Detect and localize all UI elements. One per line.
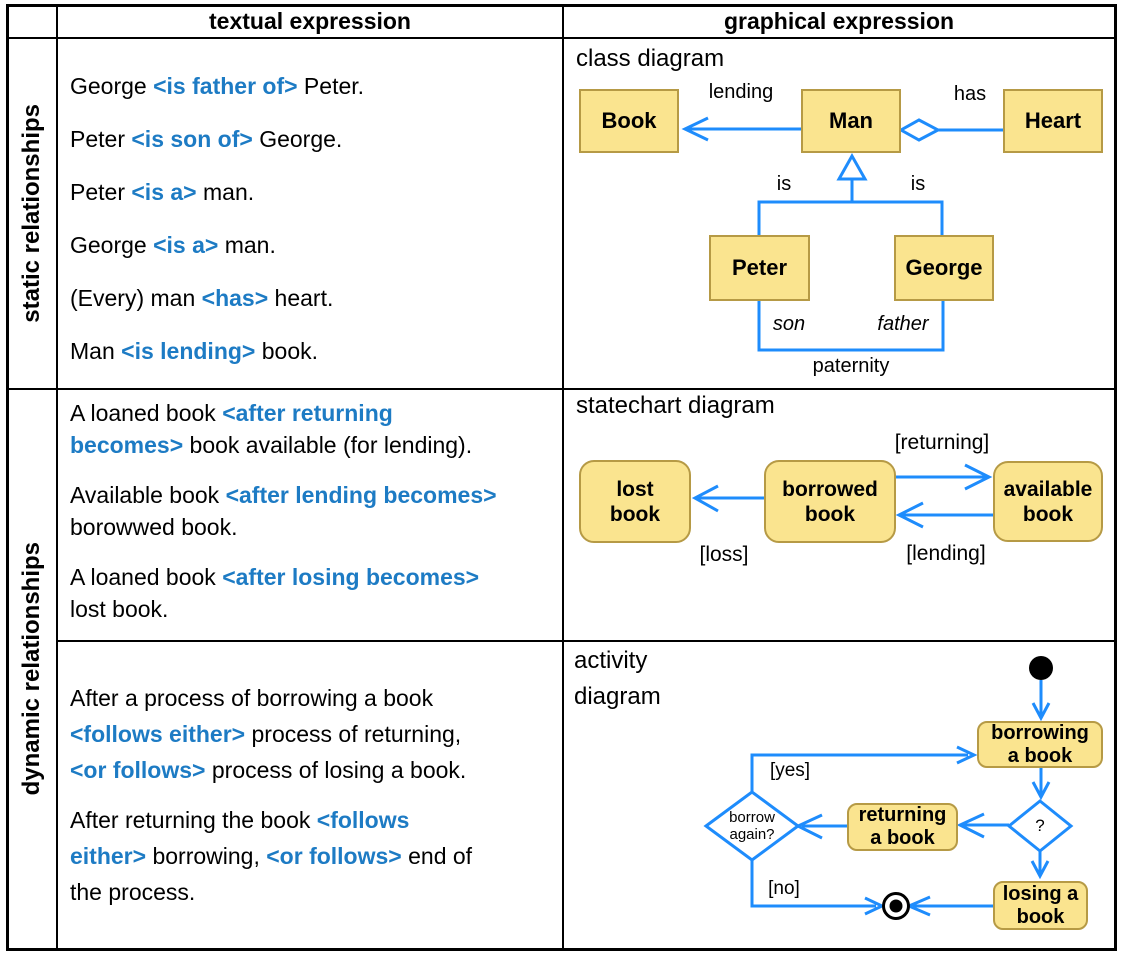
guard-label-yes: [yes] [769,760,811,781]
class-diagram-title: class diagram [576,45,725,72]
header-textual-expression: textual expression [209,7,411,34]
guard-label-loss: [loss] [699,543,749,566]
final-node-dot-icon [889,899,903,913]
decision-q-label: ? [1035,816,1045,835]
decision-borrow-diamond-icon [703,790,801,862]
state-borrowed-line1: borrowed [782,477,878,501]
returning-arrowhead [964,463,993,491]
guard-label-returning: [returning] [894,431,990,454]
activity-losing-line1: losing a [1002,882,1079,905]
state-node-available-book: available book [993,461,1103,542]
edge-label-has: has [953,83,987,105]
decision-borrow-line2: again? [729,826,775,843]
lending-arrowhead2 [895,501,924,529]
activity-borrowing-line1: borrowing [991,721,1089,744]
activity-diagram-title-line2: diagram [574,683,661,710]
edge-label-is-right: is [910,173,926,195]
activity-losing-line2: book [1016,905,1065,928]
table-border-right [1114,4,1117,951]
activity-node-returning: returning a book [847,803,958,851]
loss-arrowhead [691,484,719,513]
class-node-man: Man [801,89,901,153]
decision-borrow-again-label: borrow again? [729,809,775,843]
state-node-borrowed-book: borrowed book [764,460,896,543]
aggregation-diamond-icon [897,118,942,142]
activity-returning-line2: a book [870,827,935,849]
class-diagram-edges [681,116,1003,352]
activity-node-losing: losing a book [993,881,1088,930]
table-border-bottom [6,948,1117,951]
table-vline-sidebar [56,4,58,951]
state-lost-line1: lost [616,477,654,501]
activity-borrowing-line2: a book [1007,744,1073,767]
class-node-book: Book [579,89,679,153]
state-node-lost-book: lost book [579,460,691,543]
edge-label-paternity: paternity [812,355,890,377]
generalization-triangle-icon [836,152,868,181]
lending-arrowhead [681,116,709,142]
static-textual-cell: George <is father of> Peter.Peter <is so… [70,73,365,364]
table-border-top [6,4,1117,7]
edge-label-son: son [772,313,806,335]
edge-label-lending: lending [708,81,774,103]
activity-returning-line1: returning [858,804,947,826]
class-node-heart: Heart [1003,89,1103,153]
activity-textual-cell: After a process of borrowing a book<foll… [70,685,473,905]
class-node-george: George [894,235,994,301]
header-graphical-expression: graphical expression [723,7,955,34]
table-hline-row2 [56,640,1117,642]
edge-label-father: father [877,313,929,335]
guard-label-no: [no] [768,878,800,899]
activity-edges [703,656,1074,920]
table-hline-row1 [6,388,1117,390]
edge-label-is-left: is [776,173,792,195]
decision-q-diamond-icon [1006,799,1074,853]
table-hline-header [6,37,1117,39]
guard-label-lending: [lending] [906,542,986,565]
statechart-diagram-title: statechart diagram [576,392,775,419]
state-lost-line2: book [609,502,661,526]
table-border-left [6,4,9,951]
state-borrowed-line2: book [804,502,856,526]
state-available-line2: book [1022,502,1074,526]
table-vline-columns [562,4,564,951]
state-available-line1: available [1003,477,1093,501]
initial-node-icon [1029,656,1053,680]
activity-node-borrowing: borrowing a book [977,721,1103,768]
class-node-peter: Peter [709,235,810,301]
activity-diagram-title-line1: activity [574,647,648,674]
decision-borrow-line1: borrow [729,809,775,826]
statechart-edges [691,463,993,529]
